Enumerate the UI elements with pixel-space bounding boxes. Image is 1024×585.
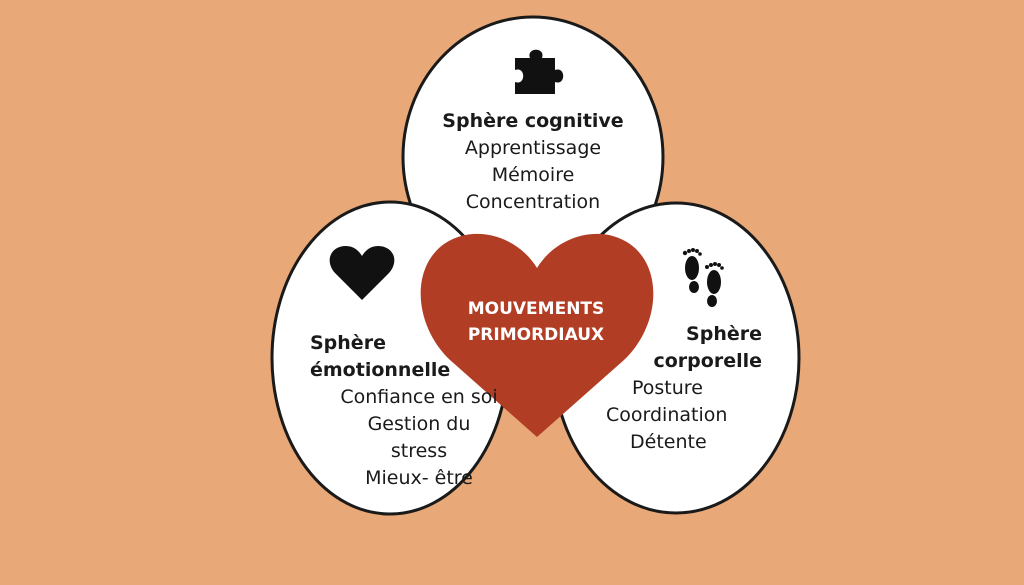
center-heart-line1: MOUVEMENTS (467, 299, 605, 319)
sphere-bodily-item: Coordination (606, 404, 728, 426)
sphere-cognitive-title: Sphère cognitive (442, 110, 624, 132)
heart-icon (329, 246, 395, 300)
sphere-cognitive-label: Sphère cognitive Apprentissage Mémoire C… (420, 108, 646, 216)
sphere-emotional-item: Confiance en soi (340, 386, 498, 408)
sphere-emotional-title-line2: émotionnelle (310, 359, 451, 381)
sphere-bodily-title-line1: Sphère (686, 323, 762, 345)
sphere-bodily-item: Posture (632, 377, 703, 399)
puzzle-piece-icon (515, 49, 564, 94)
center-heart-line2: PRIMORDIAUX (467, 325, 605, 345)
sphere-cognitive-item: Concentration (465, 191, 601, 213)
sphere-cognitive-item: Apprentissage (464, 137, 602, 159)
sphere-emotional-item: Gestion du stress (367, 413, 471, 462)
sphere-bodily-label: Sphère corporelle Posture Coordination D… (596, 321, 772, 456)
sphere-bodily-item: Détente (630, 431, 707, 453)
sphere-emotional-label: Sphère émotionnelle Confiance en soi Ges… (300, 330, 500, 492)
footprints-icon (682, 248, 724, 307)
sphere-bodily-title-line2: corporelle (653, 350, 762, 372)
center-heart-label: MOUVEMENTS PRIMORDIAUX (428, 296, 644, 348)
center-heart (420, 233, 654, 437)
sphere-emotional-title-line1: Sphère (310, 332, 386, 354)
sphere-cognitive-item: Mémoire (491, 164, 575, 186)
sphere-emotional-item: Mieux- être (365, 467, 473, 489)
